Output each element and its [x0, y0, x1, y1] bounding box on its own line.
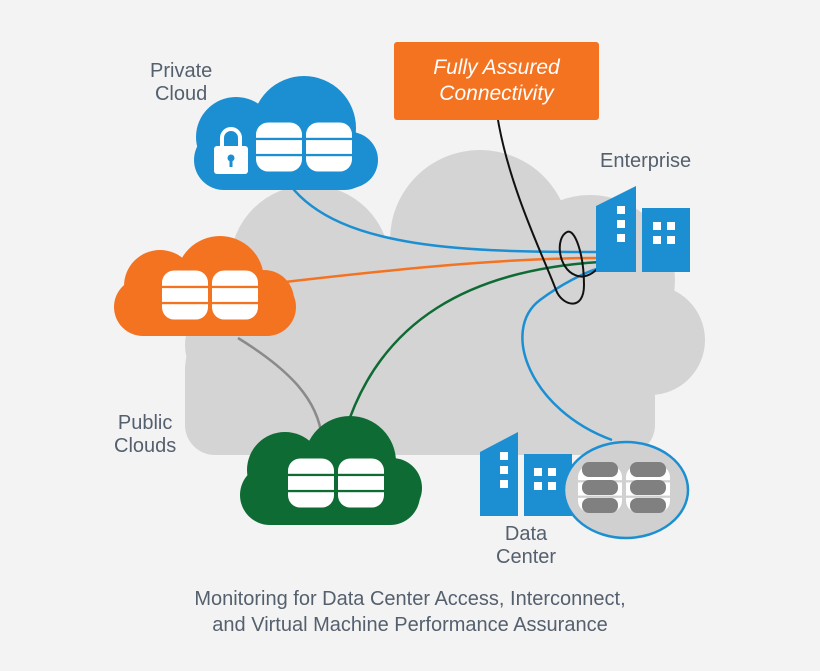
callout-line-1: Fully Assured [433, 56, 560, 79]
link-orange-green [237, 336, 324, 439]
fully-assured-connectivity-callout: Fully Assured Connectivity [394, 42, 599, 120]
caption-line-2: and Virtual Machine Performance Assuranc… [212, 614, 608, 636]
database-icon [306, 122, 352, 172]
assurance-lasso [497, 119, 601, 305]
enterprise-building-icon [596, 186, 690, 272]
database-icon [256, 122, 302, 172]
diagram-caption: Monitoring for Data Center Access, Inter… [0, 586, 820, 638]
callout-line-2: Connectivity [439, 82, 554, 105]
connection-lines [237, 119, 613, 442]
data-center-label: Data Center [496, 523, 557, 568]
database-icon [162, 270, 208, 320]
public-clouds-label: Public Clouds [114, 412, 177, 457]
private-cloud [194, 76, 378, 190]
public-cloud-green [240, 416, 422, 525]
database-icon [212, 270, 258, 320]
enterprise-label: Enterprise [600, 150, 692, 172]
caption-line-1: Monitoring for Data Center Access, Inter… [194, 588, 626, 610]
link-private-enterprise [289, 184, 601, 254]
public-cloud-orange [114, 236, 296, 336]
lock-icon [214, 127, 248, 174]
link-green-enterprise [343, 260, 601, 433]
database-icon [288, 458, 334, 508]
database-icon [338, 458, 384, 508]
datacenter-storage-icon [562, 440, 690, 540]
private-cloud-label: Private Cloud [150, 60, 213, 105]
